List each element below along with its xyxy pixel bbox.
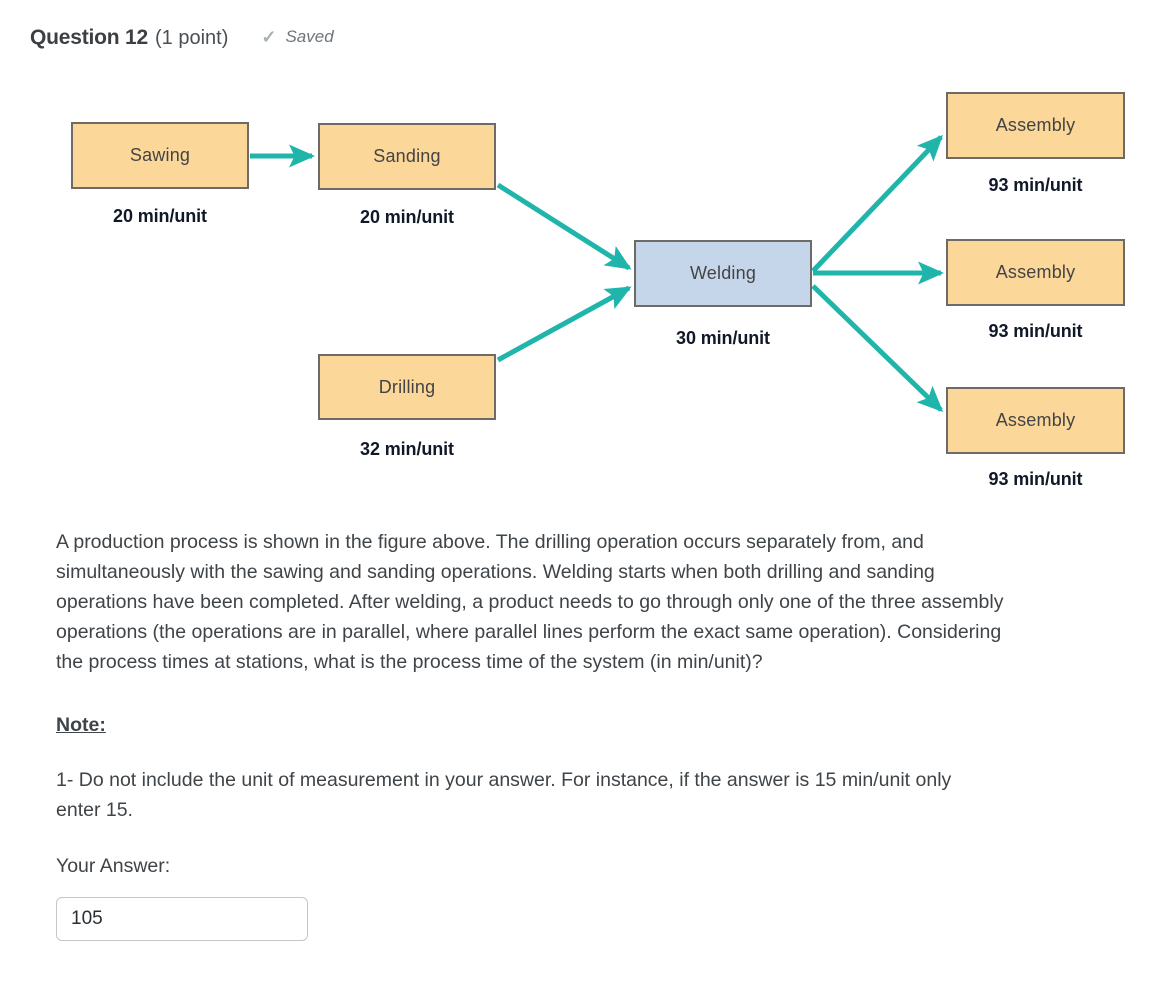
edge-welding-assembly3 — [811, 284, 944, 413]
node-assembly-1: Assembly — [946, 92, 1125, 159]
node-assembly-2: Assembly — [946, 239, 1125, 306]
edge-drilling-welding — [496, 285, 632, 363]
process-flow-diagram: Sawing 20 min/unit Sanding 20 min/unit D… — [71, 92, 1125, 489]
time-label-drilling: 32 min/unit — [360, 439, 454, 459]
node-sawing-label: Sawing — [129, 145, 191, 165]
check-icon: ✓ — [261, 27, 277, 47]
your-answer-label: Your Answer: — [56, 855, 171, 877]
question-points: (1 point) — [155, 27, 229, 49]
question-body: A production process is shown in the fig… — [56, 527, 1031, 941]
note-heading: Note: — [56, 714, 106, 736]
node-sanding-label: Sanding — [373, 146, 441, 166]
time-label-sanding: 20 min/unit — [360, 207, 454, 227]
edge-sanding-welding — [496, 182, 632, 271]
time-label-sawing: 20 min/unit — [113, 206, 207, 226]
node-assembly-3: Assembly — [946, 387, 1125, 454]
time-label-assembly-3: 93 min/unit — [988, 469, 1083, 489]
node-assembly-2-label: Assembly — [995, 262, 1076, 282]
node-sanding: Sanding — [318, 123, 496, 190]
node-assembly-1-label: Assembly — [995, 115, 1076, 135]
note-text: 1- Do not include the unit of measuremen… — [56, 769, 952, 821]
node-sawing: Sawing — [71, 122, 249, 189]
answer-input[interactable] — [56, 897, 308, 941]
edge-welding-assembly1 — [811, 134, 944, 273]
saved-indicator: ✓ Saved — [261, 27, 333, 47]
diagram-arrows — [250, 134, 945, 413]
node-drilling: Drilling — [318, 354, 496, 420]
time-label-assembly-2: 93 min/unit — [988, 321, 1083, 341]
node-welding-label: Welding — [689, 263, 757, 283]
saved-label: Saved — [285, 27, 334, 46]
node-drilling-label: Drilling — [378, 376, 436, 397]
node-assembly-3-label: Assembly — [995, 410, 1076, 430]
node-welding: Welding — [634, 240, 812, 307]
question-header: Question 12 (1 point) ✓ Saved — [30, 26, 334, 50]
time-label-assembly-1: 93 min/unit — [988, 175, 1083, 195]
time-label-welding: 30 min/unit — [676, 328, 770, 348]
page-title: Question 12 — [30, 26, 148, 49]
problem-statement: A production process is shown in the fig… — [56, 531, 1004, 673]
